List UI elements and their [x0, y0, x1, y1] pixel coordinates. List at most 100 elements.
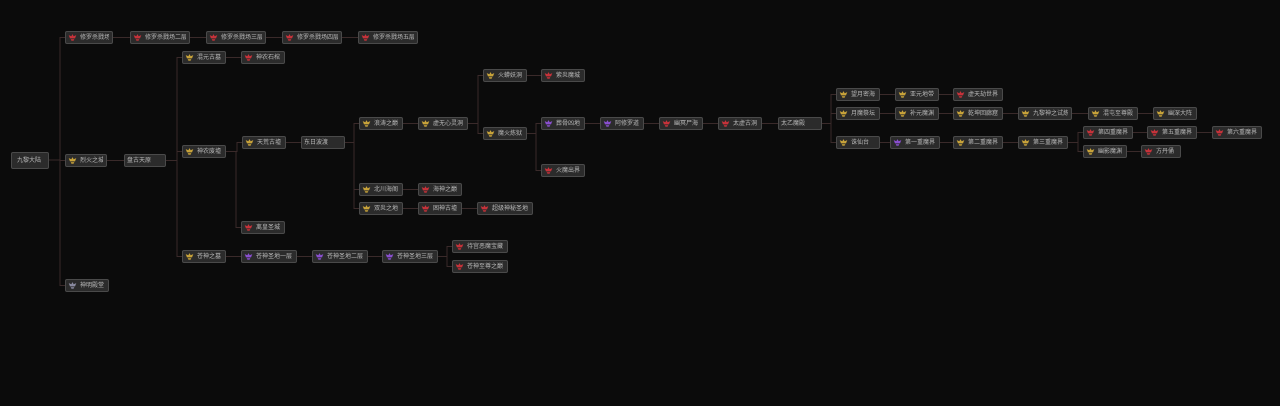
map-node-label: 混元古墓: [197, 54, 222, 61]
map-node[interactable]: 虚天劫世界: [953, 88, 1003, 101]
map-node[interactable]: 修罗杀戮场三层: [206, 31, 266, 44]
map-node[interactable]: 紫炎魔城: [541, 69, 585, 82]
map-node-label: 阿修罗道: [615, 120, 640, 127]
map-node[interactable]: 双炎之地: [359, 202, 403, 215]
map-node-label: 盘古天原: [127, 157, 152, 164]
map-node[interactable]: 月魔祭坛: [836, 107, 880, 120]
map-node-label: 火魔出界: [556, 167, 581, 174]
map-node-label: 苍神圣地一层: [256, 253, 293, 260]
map-node[interactable]: 天荒古墟: [242, 136, 286, 149]
map-node[interactable]: 混屯至尊殿: [1088, 107, 1138, 120]
map-node-label: 苍神之墓: [197, 253, 222, 260]
map-node[interactable]: 火蟒妖洞: [483, 69, 527, 82]
map-node[interactable]: 火魔出界: [541, 164, 585, 177]
map-node[interactable]: 修罗杀戮场二层: [130, 31, 190, 44]
map-node[interactable]: 幽影魔渊: [1083, 145, 1127, 158]
map-node[interactable]: 海神之巅: [418, 183, 462, 196]
red-crest-icon: [721, 119, 730, 128]
map-node[interactable]: 魔火炼狱: [483, 127, 527, 140]
connector-line: [468, 123, 483, 134]
connector-line: [1068, 142, 1083, 152]
map-node[interactable]: 苍神圣地二层: [312, 250, 368, 263]
map-node[interactable]: 修罗杀戮场五层: [358, 31, 418, 44]
connector-line: [1068, 132, 1083, 143]
map-node[interactable]: 超级神秘圣地: [477, 202, 533, 215]
map-node[interactable]: 神明殿堂: [65, 279, 109, 292]
map-node-label: 太乙魔殿: [781, 120, 806, 127]
map-node[interactable]: 太乙魔殿: [778, 117, 822, 130]
connector-line: [822, 94, 836, 124]
connector-line: [166, 57, 182, 161]
map-node[interactable]: 第三重魔界: [1018, 136, 1068, 149]
red-crest-icon: [68, 33, 77, 42]
map-node[interactable]: 幽冥尸海: [659, 117, 703, 130]
map-node[interactable]: 待宫恶魔宝藏: [452, 240, 508, 253]
connector-line: [226, 142, 242, 152]
map-node-label: 超级神秘圣地: [492, 205, 529, 212]
connector-line: [822, 113, 836, 124]
map-node[interactable]: 望月密海: [836, 88, 880, 101]
map-node-label: 北川海阁: [374, 186, 399, 193]
purple-crest-icon: [244, 252, 253, 261]
map-node[interactable]: 苍神之墓: [182, 250, 226, 263]
map-node-label: 补元魔渊: [910, 110, 935, 117]
gold-crest-icon: [839, 90, 848, 99]
map-node[interactable]: 神农石棺: [241, 51, 285, 64]
map-node[interactable]: 神农废墟: [182, 145, 226, 158]
map-node[interactable]: 烈火之城: [65, 154, 107, 167]
map-node[interactable]: 乾坤回廊窟: [953, 107, 1003, 120]
red-crest-icon: [209, 33, 218, 42]
map-node[interactable]: 方丹俑: [1141, 145, 1181, 158]
map-node[interactable]: 九黎神之试炼: [1018, 107, 1072, 120]
map-node[interactable]: 补元魔渊: [895, 107, 939, 120]
map-node[interactable]: 混元古墓: [182, 51, 226, 64]
map-node[interactable]: 虚无心灵洞: [418, 117, 468, 130]
map-node[interactable]: 困神古墟: [418, 202, 462, 215]
map-node[interactable]: 第六重魔界: [1212, 126, 1262, 139]
gold-crest-icon: [185, 147, 194, 156]
map-node[interactable]: 离皇圣城: [241, 221, 285, 234]
map-node-label: 月魔祭坛: [851, 110, 876, 117]
map-node[interactable]: 盘古天原: [124, 154, 166, 167]
gold-crest-icon: [1091, 109, 1100, 118]
gold-crest-icon: [1021, 138, 1030, 147]
map-node[interactable]: 第一重魔界: [890, 136, 940, 149]
map-node[interactable]: 幽深大阵: [1153, 107, 1197, 120]
map-node[interactable]: 苍神圣地一层: [241, 250, 297, 263]
map-node[interactable]: 亚元地带: [895, 88, 939, 101]
map-node-label: 混屯至尊殿: [1103, 110, 1134, 117]
map-node-label: 第一重魔界: [905, 139, 936, 146]
map-node-label: 虚天劫世界: [968, 91, 999, 98]
gold-crest-icon: [956, 138, 965, 147]
map-node[interactable]: 北川海阁: [359, 183, 403, 196]
gold-crest-icon: [185, 53, 194, 62]
gray-crest-icon: [68, 281, 77, 290]
map-node[interactable]: 修罗杀戮场: [65, 31, 113, 44]
map-node[interactable]: 阿修罗道: [600, 117, 644, 130]
map-node[interactable]: 修罗杀戮场四层: [282, 31, 342, 44]
map-node[interactable]: 第二重魔界: [953, 136, 1003, 149]
connector-line: [166, 160, 182, 257]
map-node[interactable]: 诛仙台: [836, 136, 880, 149]
gold-crest-icon: [839, 109, 848, 118]
map-node[interactable]: 九黎大陆: [11, 152, 49, 169]
map-node-label: 诛仙台: [851, 139, 870, 146]
map-node[interactable]: 苍神圣地三层: [382, 250, 438, 263]
map-node[interactable]: 浪涛之巅: [359, 117, 403, 130]
map-node-label: 葬骨凶地: [556, 120, 581, 127]
map-node[interactable]: 太虚古洞: [718, 117, 762, 130]
connector-line: [527, 123, 541, 134]
map-node[interactable]: 东日波渡: [301, 136, 345, 149]
map-node-label: 神农废墟: [197, 148, 222, 155]
gold-crest-icon: [486, 129, 495, 138]
map-node-label: 修罗杀戮场五层: [373, 34, 414, 41]
red-crest-icon: [133, 33, 142, 42]
map-node[interactable]: 第四重魔界: [1083, 126, 1133, 139]
map-node-label: 修罗杀戮场三层: [221, 34, 262, 41]
map-node[interactable]: 第五重魔界: [1147, 126, 1197, 139]
map-node-label: 待宫恶魔宝藏: [467, 243, 504, 250]
connector-line: [345, 123, 359, 143]
map-node-label: 幽冥尸海: [674, 120, 699, 127]
map-node[interactable]: 苍神至尊之巅: [452, 260, 508, 273]
map-node[interactable]: 葬骨凶地: [541, 117, 585, 130]
